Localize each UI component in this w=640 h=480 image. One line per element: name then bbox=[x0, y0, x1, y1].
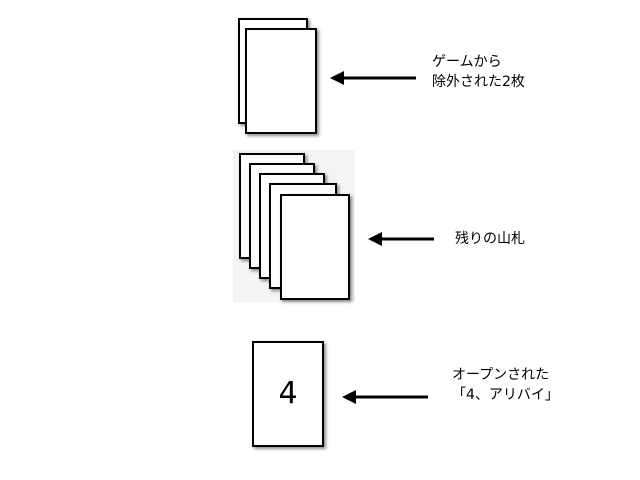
deck-card-5 bbox=[280, 194, 350, 300]
open-label-line-1: オープンされた bbox=[452, 367, 550, 383]
open-label-line-2: 「4、アリバイ」 bbox=[452, 387, 559, 403]
removed-cards-label: ゲームから 除外された2枚 bbox=[432, 52, 525, 92]
open-card: 4 bbox=[252, 341, 324, 447]
removed-label-line-1: ゲームから bbox=[432, 54, 502, 70]
removed-label-line-2: 除外された2枚 bbox=[432, 74, 525, 90]
open-card-label: オープンされた 「4、アリバイ」 bbox=[452, 365, 559, 405]
removed-card-front bbox=[245, 28, 317, 134]
deck-label-line-1: 残りの山札 bbox=[455, 231, 525, 247]
deck-label: 残りの山札 bbox=[455, 229, 525, 249]
open-card-number: 4 bbox=[278, 376, 298, 411]
arrow-removed bbox=[330, 71, 416, 85]
arrow-open bbox=[342, 390, 428, 404]
arrow-deck bbox=[368, 232, 434, 246]
